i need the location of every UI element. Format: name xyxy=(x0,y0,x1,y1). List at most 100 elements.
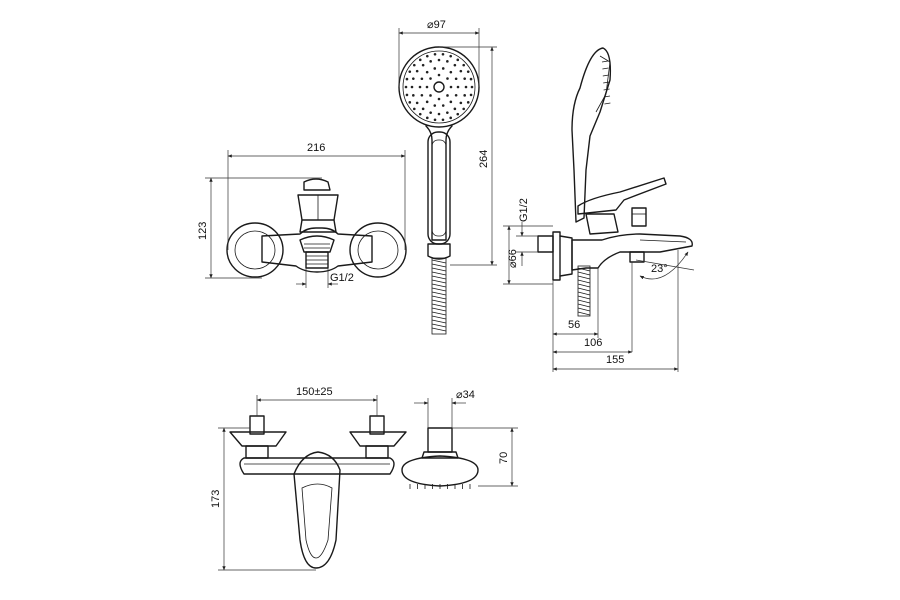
hose-winding xyxy=(577,275,591,280)
hose-winding xyxy=(431,283,447,288)
nozzle-dot xyxy=(453,107,457,111)
hand-shower xyxy=(398,46,480,335)
front-dimensions: 216 123 G1/2 xyxy=(197,142,406,288)
hose-winding xyxy=(577,283,591,288)
hose-winding xyxy=(431,271,447,276)
hose-winding xyxy=(431,291,447,296)
nozzle-dot xyxy=(449,85,453,89)
hose-winding xyxy=(577,287,591,292)
nozzle-dot xyxy=(441,52,445,56)
dim-spout-angle: 23° xyxy=(651,263,668,275)
nozzle-dot xyxy=(463,77,466,80)
nozzle-dot xyxy=(449,100,453,104)
hose-winding xyxy=(431,259,447,264)
nozzle-dot xyxy=(408,70,412,73)
nozzle-dot xyxy=(469,93,473,97)
nozzle-dot xyxy=(441,67,445,70)
nozzle-dot xyxy=(418,112,422,116)
dim-handle-diameter: ⌀34 xyxy=(456,389,475,401)
side-view xyxy=(537,47,693,317)
hose-winding xyxy=(431,319,447,324)
hose-winding xyxy=(431,311,447,316)
nozzle-dot xyxy=(415,101,419,105)
hose-winding xyxy=(431,303,447,308)
nozzle-dot xyxy=(410,85,414,89)
nozzle-dot xyxy=(437,73,441,77)
nozzle-dot xyxy=(464,85,468,89)
hose-winding xyxy=(431,287,447,292)
side-nozzle xyxy=(602,67,609,70)
nozzle-dot xyxy=(446,94,449,97)
hose-winding xyxy=(577,303,591,308)
front-view xyxy=(226,178,407,278)
nozzle-dot xyxy=(437,112,441,116)
nozzle-dot xyxy=(469,77,473,81)
top-dimensions: 150±25 ⌀34 70 173 xyxy=(210,386,518,571)
nozzle-dot xyxy=(412,63,416,67)
nozzle-dot xyxy=(415,69,419,73)
hose-winding xyxy=(431,267,447,272)
side-dimensions: G1/2 ⌀66 56 106 155 23° xyxy=(503,198,695,372)
hose-winding xyxy=(577,267,591,272)
nozzle-dot xyxy=(470,85,474,89)
nozzle-dot xyxy=(420,77,424,81)
nozzle-dot xyxy=(462,63,466,67)
nozzle-dot xyxy=(456,85,460,89)
nozzle-dot xyxy=(425,54,429,58)
hose-winding xyxy=(577,307,591,312)
nozzle-dot xyxy=(429,60,432,63)
side-nozzle xyxy=(603,81,610,84)
hose-winding xyxy=(431,299,447,304)
dim-side-depth-3: 155 xyxy=(606,354,624,366)
nozzle-dot xyxy=(441,104,445,107)
nozzle-dot xyxy=(425,116,429,120)
nozzle-dot xyxy=(418,58,422,62)
side-nozzle xyxy=(603,95,611,98)
hose-winding xyxy=(431,323,447,328)
dim-centers: 150±25 xyxy=(296,386,333,398)
hose-winding xyxy=(577,295,591,300)
nozzle-dot xyxy=(412,107,416,111)
nozzle-dot xyxy=(449,54,453,58)
dim-side-diameter: ⌀66 xyxy=(507,249,519,268)
nozzle-dot xyxy=(429,111,432,114)
nozzle-dot xyxy=(433,52,437,56)
dim-head-depth: 70 xyxy=(498,452,510,464)
nozzle-dot xyxy=(412,77,415,80)
side-nozzle xyxy=(602,74,609,77)
nozzle-dot xyxy=(441,118,445,122)
dim-head-diameter: ⌀97 xyxy=(427,19,446,31)
nozzle-dot xyxy=(433,67,437,70)
nozzle-dot xyxy=(425,85,429,89)
nozzle-dot xyxy=(433,118,437,122)
nozzle-dot xyxy=(453,63,457,67)
dim-front-width: 216 xyxy=(307,142,325,154)
nozzle-dot xyxy=(446,60,449,63)
hose-winding xyxy=(431,275,447,280)
nozzle-dot xyxy=(408,101,412,104)
nozzle-dot xyxy=(425,100,429,104)
hose-winding xyxy=(431,315,447,320)
nozzle-dot xyxy=(454,93,458,97)
dim-shower-length: 264 xyxy=(478,150,490,168)
nozzle-dot xyxy=(405,77,409,81)
hose-winding xyxy=(431,263,447,268)
nozzle-dot xyxy=(437,58,441,62)
nozzle-dot xyxy=(433,104,437,107)
nozzle-dot xyxy=(456,58,460,62)
nozzle-dot xyxy=(404,85,408,89)
nozzle-dot xyxy=(456,112,460,116)
dim-side-depth-1: 56 xyxy=(568,319,580,331)
nozzle-dot xyxy=(462,107,466,111)
hose-winding xyxy=(577,271,591,276)
hose-winding xyxy=(577,291,591,296)
nozzle-dot xyxy=(412,94,415,97)
hose-winding xyxy=(577,311,591,316)
nozzle-dot xyxy=(421,107,425,111)
hose-winding xyxy=(431,279,447,284)
nozzle-dot xyxy=(463,94,466,97)
dim-front-height: 123 xyxy=(197,222,209,240)
nozzle-dot xyxy=(421,63,425,67)
nozzle-dot xyxy=(449,116,453,120)
